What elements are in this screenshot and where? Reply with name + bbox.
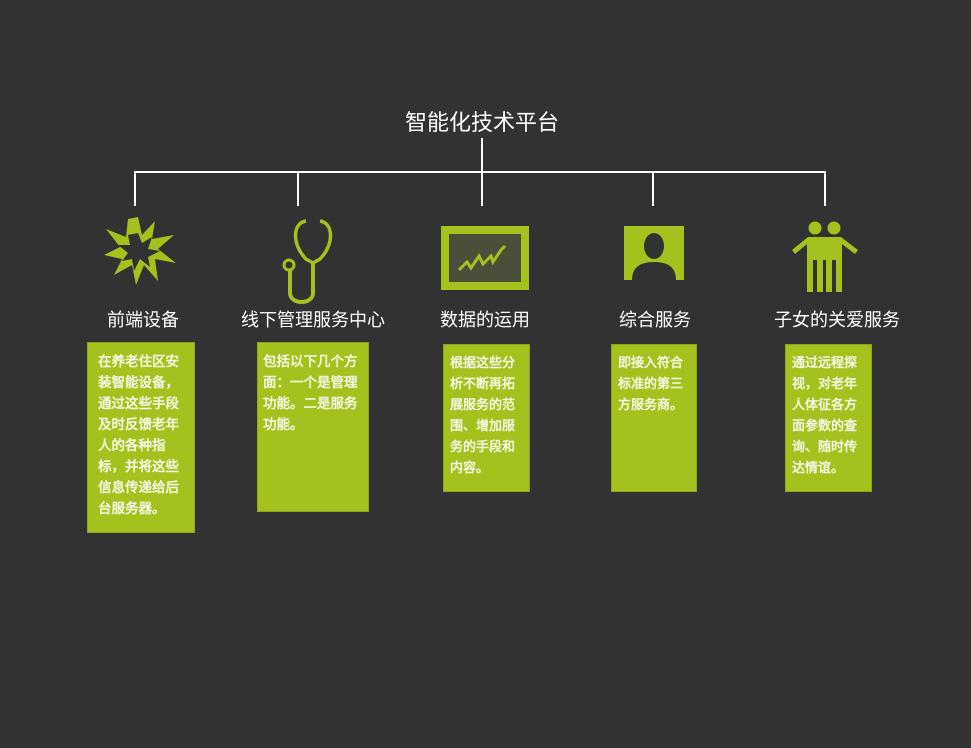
branch-connector-1 (134, 171, 136, 206)
horizontal-connector (134, 171, 826, 173)
node-description-5: 通过远程探视，对老年人体征各方面参数的查询、随时传达情谊。 (785, 344, 872, 492)
node-label-2: 线下管理服务中心 (241, 310, 385, 331)
two-people-icon (792, 221, 858, 292)
node-label-1: 前端设备 (107, 310, 179, 331)
node-description-1: 在养老住区安装智能设备，通过这些手段及时反馈老年人的各种指标，并将这些信息传递给… (87, 342, 195, 533)
root-title: 智能化技术平台 (404, 111, 559, 136)
node-label-5: 子女的关爱服务 (774, 310, 900, 331)
node-label-3: 数据的运用 (440, 310, 530, 331)
root-connector (481, 138, 483, 173)
branch-connector-4 (652, 171, 654, 206)
chart-monitor-icon (441, 226, 529, 290)
branch-connector-3 (481, 171, 483, 206)
stethoscope-icon (282, 219, 333, 304)
explosion-icon (104, 217, 176, 285)
node-label-4: 综合服务 (619, 310, 691, 331)
branch-connector-5 (824, 171, 826, 206)
branch-connector-2 (297, 171, 299, 206)
node-description-4: 即接入符合标准的第三方服务商。 (611, 344, 697, 492)
node-description-3: 根据这些分析不断再拓展服务的范围、增加服务的手段和内容。 (443, 344, 530, 492)
person-portrait-icon (624, 226, 684, 280)
node-description-2: 包括以下几个方面：一个是管理功能。二是服务功能。 (257, 342, 369, 512)
